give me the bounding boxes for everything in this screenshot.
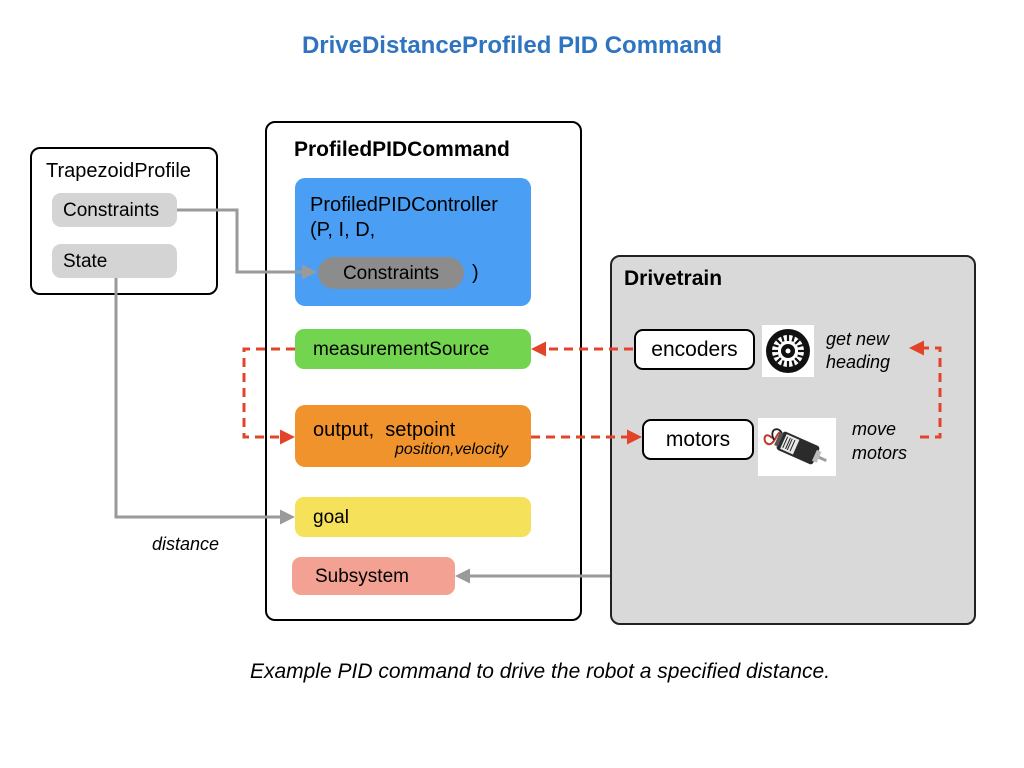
trapezoid-state-pill: State [52,244,177,278]
caption: Example PID command to drive the robot a… [249,660,831,683]
motors-to-encoder-arrow [909,340,942,439]
measurement-source-pill: measurementSource [295,329,531,369]
profiled-pid-command-header: ProfiledPIDCommand [294,138,510,161]
encoder-note-line1: get new [826,329,890,349]
trapezoid-constraints-pill: Constraints [52,193,177,227]
encoders-box: encoders [634,329,755,370]
trapezoid-profile-header: TrapezoidProfile [46,160,191,182]
goal-pill: goal [295,497,531,537]
output-setpoint-label: output, setpoint [313,419,456,441]
drivetrain-header: Drivetrain [624,267,723,290]
motor-note-line2: motors [852,443,908,463]
constraints-connector [177,208,317,280]
dc-motor-icon [758,418,836,476]
output-setpoint-block [295,405,531,467]
state-to-goal-connector [114,278,295,525]
output-setpoint-sub-label: position,velocity [395,441,508,458]
controller-label-line1: ProfiledPIDController [310,194,498,216]
encoder-note-line2: heading [826,352,891,372]
measurement-to-output-arrow [242,347,295,445]
page-title: DriveDistanceProfiled PID Command [301,32,723,59]
controller-constraints-pill: Constraints [318,257,464,289]
controller-close-paren: ) [472,262,479,284]
subsystem-pill: Subsystem [292,557,455,595]
controller-label-line2: (P, I, D, [310,219,376,241]
distance-label: distance [152,534,220,554]
encoder-disc-icon [762,325,814,377]
motors-box: motors [642,419,754,460]
motor-note-line1: move [852,419,897,439]
